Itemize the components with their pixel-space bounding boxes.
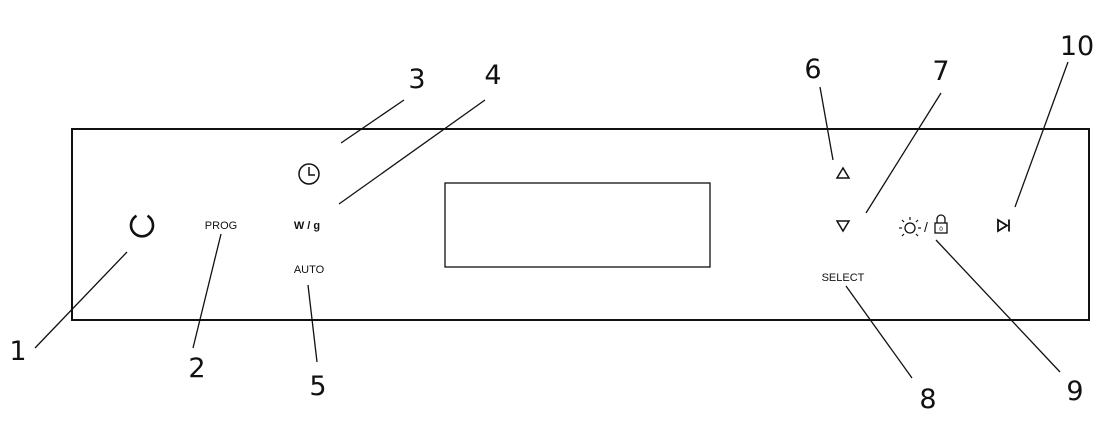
up-arrow-icon[interactable] bbox=[835, 166, 851, 179]
callout-3: 3 bbox=[408, 64, 425, 95]
leader-line-10 bbox=[1014, 61, 1069, 208]
callout-9: 9 bbox=[1066, 376, 1083, 407]
callout-7: 7 bbox=[932, 56, 949, 87]
leader-line-3 bbox=[340, 99, 405, 144]
down-arrow-icon[interactable] bbox=[835, 220, 851, 233]
light-lock-separator: / bbox=[924, 219, 928, 235]
clock-icon[interactable] bbox=[298, 163, 320, 185]
leader-line-9 bbox=[935, 239, 1061, 373]
leader-line-2 bbox=[192, 233, 222, 349]
callout-5: 5 bbox=[309, 371, 326, 402]
lock-icon[interactable]: 0 bbox=[934, 214, 948, 234]
leader-line-4 bbox=[338, 99, 486, 205]
leader-line-1 bbox=[34, 251, 128, 349]
auto-button-label[interactable]: AUTO bbox=[294, 264, 325, 276]
callout-2: 2 bbox=[188, 353, 205, 384]
prog-button-label[interactable]: PROG bbox=[205, 220, 237, 232]
leader-line-5 bbox=[307, 284, 318, 363]
leader-line-6 bbox=[819, 86, 834, 161]
select-button-label[interactable]: SELECT bbox=[822, 272, 865, 284]
weight-button-label[interactable]: W / g bbox=[294, 220, 320, 232]
display-window bbox=[444, 182, 711, 268]
callout-8: 8 bbox=[919, 384, 936, 415]
leader-line-8 bbox=[845, 285, 913, 379]
callout-10: 10 bbox=[1060, 31, 1094, 62]
callout-1: 1 bbox=[9, 336, 26, 367]
start-pause-icon[interactable] bbox=[997, 218, 1010, 233]
lock-digit: 0 bbox=[939, 226, 943, 233]
callout-6: 6 bbox=[804, 54, 821, 85]
callout-4: 4 bbox=[484, 60, 501, 91]
light-icon[interactable] bbox=[899, 217, 921, 237]
leader-line-7 bbox=[865, 92, 942, 214]
control-panel-frame bbox=[71, 128, 1090, 321]
power-icon[interactable] bbox=[129, 214, 155, 238]
